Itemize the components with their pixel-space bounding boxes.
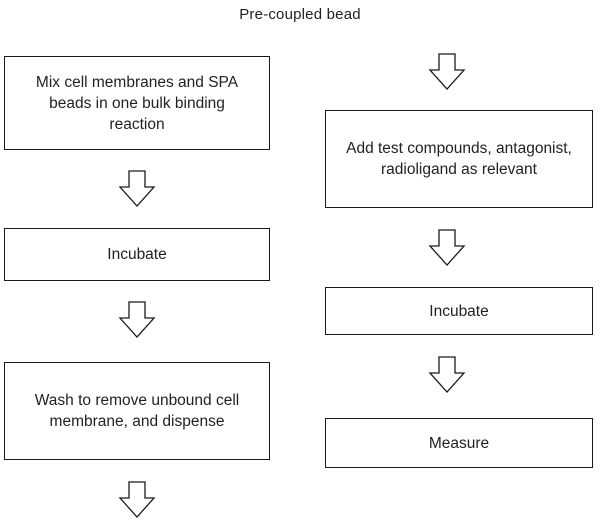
right-step-3-box: Measure	[325, 418, 593, 468]
down-arrow-icon	[427, 356, 467, 394]
diagram-title: Pre-coupled bead	[239, 6, 361, 23]
right-step-3-label: Measure	[428, 434, 490, 452]
left-step-2-label: Incubate	[107, 246, 167, 263]
right-step-1-box: Add test compounds, antagonist, radiolig…	[325, 110, 593, 208]
right-step-1-label: Add test compounds, antagonist, radiolig…	[346, 140, 572, 178]
left-step-2-box: Incubate	[4, 228, 270, 281]
down-arrow-icon	[427, 229, 467, 267]
down-arrow-icon	[117, 301, 157, 339]
left-step-1-box: Mix cell membranes and SPA beads in one …	[4, 56, 270, 150]
down-arrow-icon	[117, 170, 157, 208]
down-arrow-icon	[117, 481, 157, 519]
left-step-1-label: Mix cell membranes and SPA beads in one …	[35, 73, 239, 133]
down-arrow-icon	[427, 53, 467, 91]
left-step-3-box: Wash to remove unbound cell membrane, an…	[4, 362, 270, 460]
right-step-2-box: Incubate	[325, 287, 593, 335]
right-step-2-label: Incubate	[429, 302, 489, 320]
left-step-3-label: Wash to remove unbound cell membrane, an…	[34, 392, 240, 430]
